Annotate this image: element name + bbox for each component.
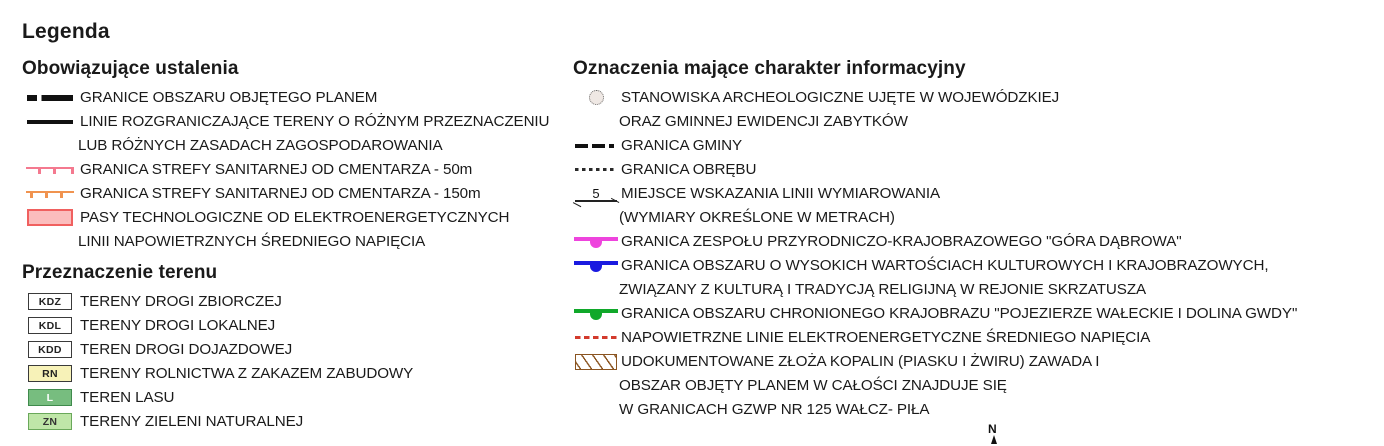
legend-item-label-line3: W GRANICACH GZWP NR 125 WAŁCZ- PIŁA <box>619 401 930 418</box>
legend-item-label: GRANICA OBRĘBU <box>621 161 757 178</box>
green-boundary-line-icon <box>573 302 619 325</box>
landuse-code-kdz-icon: KDZ <box>22 290 78 313</box>
legend-row-continuation: LINII NAPOWIETRZNYCH ŚREDNIEGO NAPIĘCIA <box>22 230 582 253</box>
symbol-spacer <box>22 230 78 253</box>
legend-row-continuation: ZWIĄZANY Z KULTURĄ I TRADYCJĄ RELIGIJNĄ … <box>573 278 1373 301</box>
section-heading-oznaczenia-informacyjne: Oznaczenia mające charakter informacyjny <box>573 58 966 79</box>
solid-black-line-icon <box>22 110 78 133</box>
legend-row: RN TERENY ROLNICTWA Z ZAKAZEM ZABUDOWY <box>22 362 582 385</box>
legend-row: GRANICA GMINY <box>573 134 1373 157</box>
legend-column-left: Obowiązujące ustalenia GRANICE OBSZARU O… <box>22 58 582 434</box>
legend-row: GRANICA OBSZARU O WYSOKICH WARTOŚCIACH K… <box>573 254 1373 277</box>
legend-row-continuation: ORAZ GMINNEJ EWIDENCJI ZABYTKÓW <box>573 110 1373 133</box>
symbol-spacer <box>573 206 619 229</box>
blue-boundary-line-icon <box>573 254 619 277</box>
legend-item-label-line2: (WYMIARY OKREŚLONE W METRACH) <box>619 209 895 226</box>
landuse-code-kdl-icon: KDL <box>22 314 78 337</box>
legend-item-label: GRANICA ZESPOŁU PRZYRODNICZO-KRAJOBRAZOW… <box>621 233 1182 250</box>
legend-item-label: TERENY DROGI ZBIORCZEJ <box>80 293 282 310</box>
legend-item-label-line2: OBSZAR OBJĘTY PLANEM W CAŁOŚCI ZNAJDUJE … <box>619 377 1007 394</box>
legend-row: KDZ TERENY DROGI ZBIORCZEJ <box>22 290 582 313</box>
dash-dot-black-line-icon <box>573 134 619 157</box>
magenta-boundary-line-icon <box>573 230 619 253</box>
page-title: Legenda <box>22 20 110 43</box>
legend-item-label: GRANICA GMINY <box>621 137 743 154</box>
legend-item-label-line2: LINII NAPOWIETRZNYCH ŚREDNIEGO NAPIĘCIA <box>78 233 426 250</box>
legend-row-continuation: OBSZAR OBJĘTY PLANEM W CAŁOŚCI ZNAJDUJE … <box>573 374 1373 397</box>
legend-row: GRANICA STREFY SANITARNEJ OD CMENTARZA -… <box>22 158 582 181</box>
legend-item-label: TERENY DROGI LOKALNEJ <box>80 317 276 334</box>
symbol-spacer <box>573 110 619 133</box>
landuse-code-rn-icon: RN <box>22 362 78 385</box>
north-arrow-icon: N <box>988 422 1010 446</box>
landuse-code-label: KDD <box>28 341 72 358</box>
landuse-code-l-icon: L <box>22 386 78 409</box>
legend-row: UDOKUMENTOWANE ZŁOŻA KOPALIN (PIASKU I Ż… <box>573 350 1373 373</box>
legend-row: GRANICA STREFY SANITARNEJ OD CMENTARZA -… <box>22 182 582 205</box>
legend-item-label: GRANICA STREFY SANITARNEJ OD CMENTARZA -… <box>80 161 473 178</box>
legend-row: GRANICA OBRĘBU <box>573 158 1373 181</box>
legend-row: 5 MIEJSCE WSKAZANIA LINII WYMIAROWANIA <box>572 182 1373 208</box>
landuse-code-label: KDL <box>28 317 72 334</box>
symbol-spacer <box>573 374 619 397</box>
legend-item-label: TERENY ZIELENI NATURALNEJ <box>80 413 304 430</box>
section-heading-przeznaczenie-terenu: Przeznaczenie terenu <box>22 262 218 283</box>
legend-row: GRANICA ZESPOŁU PRZYRODNICZO-KRAJOBRAZOW… <box>573 230 1373 253</box>
legend-row: KDL TERENY DROGI LOKALNEJ <box>22 314 582 337</box>
legend-row: GRANICA OBSZARU CHRONIONEGO KRAJOBRAZU "… <box>573 302 1373 325</box>
legend-item-label: GRANICE OBSZARU OBJĘTEGO PLANEM <box>80 89 378 106</box>
landuse-code-zn-icon: ZN <box>22 410 78 433</box>
north-arrow-head <box>991 435 997 444</box>
legend-item-label-line2: ZWIĄZANY Z KULTURĄ I TRADYCJĄ RELIGIJNĄ … <box>619 281 1147 298</box>
legend-item-label: TEREN DROGI DOJAZDOWEJ <box>80 341 293 358</box>
pink-sanitary-line-icon <box>22 158 78 181</box>
legend-row: ZN TERENY ZIELENI NATURALNEJ <box>22 410 582 433</box>
legend-row: STANOWISKA ARCHEOLOGICZNE UJĘTE W WOJEWÓ… <box>573 86 1373 109</box>
symbol-spacer <box>22 134 78 157</box>
dotted-circle-archeology-icon <box>573 86 619 109</box>
orange-sanitary-line-icon <box>22 182 78 205</box>
legend-row: KDD TEREN DROGI DOJAZDOWEJ <box>22 338 582 361</box>
section-heading-obowiazujace-ustalenia: Obowiązujące ustalenia <box>22 58 239 79</box>
legend-item-label: MIEJSCE WSKAZANIA LINII WYMIAROWANIA <box>621 185 941 202</box>
red-dashed-line-icon <box>573 326 619 349</box>
legend-item-label: STANOWISKA ARCHEOLOGICZNE UJĘTE W WOJEWÓ… <box>621 89 1060 106</box>
legend-item-label: GRANICA OBSZARU O WYSOKICH WARTOŚCIACH K… <box>621 257 1269 274</box>
legend-item-label-line2: ORAZ GMINNEJ EWIDENCJI ZABYTKÓW <box>619 113 908 130</box>
legend-item-label: PASY TECHNOLOGICZNE OD ELEKTROENERGETYCZ… <box>80 209 510 226</box>
legend-row: NAPOWIETRZNE LINIE ELEKTROENERGETYCZNE Ś… <box>573 326 1373 349</box>
legend-row: GRANICE OBSZARU OBJĘTEGO PLANEM <box>22 86 582 109</box>
landuse-code-label: ZN <box>28 413 72 430</box>
legend-item-label: GRANICA STREFY SANITARNEJ OD CMENTARZA -… <box>80 185 481 202</box>
north-arrow-label: N <box>988 422 997 436</box>
dimension-value: 5 <box>592 185 600 201</box>
thick-dashed-black-line-icon <box>22 86 78 109</box>
legend-item-label: TERENY ROLNICTWA Z ZAKAZEM ZABUDOWY <box>80 365 414 382</box>
legend-row: PASY TECHNOLOGICZNE OD ELEKTROENERGETYCZ… <box>22 206 582 229</box>
landuse-code-kdd-icon: KDD <box>22 338 78 361</box>
fine-dotted-black-line-icon <box>573 158 619 181</box>
legend-item-label: TEREN LASU <box>80 389 175 406</box>
pink-filled-rectangle-icon <box>22 206 78 229</box>
legend-column-right: Oznaczenia mające charakter informacyjny… <box>572 58 1373 422</box>
legend-item-label-line2: LUB RÓŻNYCH ZASADACH ZAGOSPODAROWANIA <box>78 137 443 154</box>
legend-row: LINIE ROZGRANICZAJĄCE TERENY O RÓŻNYM PR… <box>22 110 582 133</box>
landuse-code-label: KDZ <box>28 293 72 310</box>
symbol-spacer <box>573 398 619 421</box>
legend-item-label: LINIE ROZGRANICZAJĄCE TERENY O RÓŻNYM PR… <box>80 113 550 130</box>
brown-hatched-rectangle-icon <box>573 350 619 373</box>
legend-row-continuation: LUB RÓŻNYCH ZASADACH ZAGOSPODAROWANIA <box>22 134 582 157</box>
legend-item-label: GRANICA OBSZARU CHRONIONEGO KRAJOBRAZU "… <box>621 305 1298 322</box>
legend-row-continuation: W GRANICACH GZWP NR 125 WAŁCZ- PIŁA <box>573 398 1373 421</box>
symbol-spacer <box>573 278 619 301</box>
landuse-code-label: RN <box>28 365 72 382</box>
dimension-line-icon: 5 <box>572 182 620 208</box>
legend-row: L TEREN LASU <box>22 386 582 409</box>
legend-item-label: NAPOWIETRZNE LINIE ELEKTROENERGETYCZNE Ś… <box>621 329 1151 346</box>
landuse-code-label: L <box>28 389 72 406</box>
legend-item-label: UDOKUMENTOWANE ZŁOŻA KOPALIN (PIASKU I Ż… <box>621 353 1100 370</box>
legend-row-continuation: (WYMIARY OKREŚLONE W METRACH) <box>573 206 1373 229</box>
